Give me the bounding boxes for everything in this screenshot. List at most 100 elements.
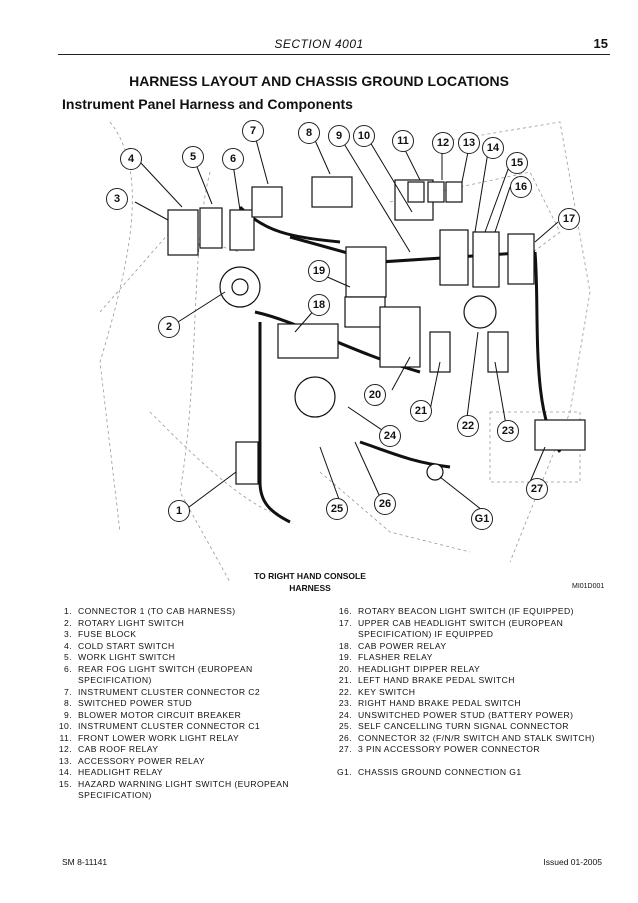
legend-text: BLOWER MOTOR CIRCUIT BREAKER [78,709,242,720]
legend-item: 15. HAZARD WARNING LIGHT SWITCH (EUROPEAN [50,779,330,791]
legend-num: 2. [64,617,72,628]
console-harness-label: TO RIGHT HAND CONSOLE HARNESS [240,570,380,594]
callout-5: 5 [182,146,204,168]
callout-10: 10 [353,125,375,147]
legend-num: 24. [338,709,352,720]
legend-num: 12. [58,744,72,754]
legend-text: WORK LIGHT SWITCH [78,652,176,662]
callout-13: 13 [458,132,480,154]
legend-num: 9. [64,709,72,720]
legend-text: COLD START SWITCH [78,640,175,651]
header-rule [58,54,610,55]
legend-item: 24. UNSWITCHED POWER STUD (BATTERY POWER) [330,710,620,722]
callout-21: 21 [410,400,432,422]
legend-item: 5. WORK LIGHT SWITCH [50,652,330,664]
legend-text: INSTRUMENT CLUSTER CONNECTOR C2 [78,686,261,697]
callout-3: 3 [106,188,128,210]
legend-text: UNSWITCHED POWER STUD (BATTERY POWER) [358,709,574,720]
callout-23: 23 [497,420,519,442]
legend-item: 6. REAR FOG LIGHT SWITCH (EUROPEAN [50,664,330,676]
legend-text: FLASHER RELAY [358,652,433,662]
legend-num: 14. [58,767,72,777]
callout-16: 16 [510,176,532,198]
callout-8: 8 [298,122,320,144]
legend-text [352,756,358,768]
legend-item: 13.ACCESSORY POWER RELAY [50,756,330,768]
legend-text: SELF CANCELLING TURN SIGNAL CONNECTOR [358,721,569,731]
legend-text: SPECIFICATION) IF EQUIPPED [358,629,494,639]
legend-text: LEFT HAND BRAKE PEDAL SWITCH [358,675,515,685]
legend-num: 26. [338,732,352,743]
legend-text: CHASSIS GROUND CONNECTION G1 [358,767,522,777]
legend-item: 18.CAB POWER RELAY [330,641,620,653]
legend-text: SPECIFICATION) [78,790,152,800]
legend-item: SPECIFICATION) IF EQUIPPED [330,629,620,641]
legend-num [50,675,72,687]
legend-text: REAR FOG LIGHT SWITCH (EUROPEAN [78,663,253,674]
legend-item: 3.FUSE BLOCK [50,629,330,641]
legend-num [330,756,352,768]
callout-11: 11 [392,130,414,152]
legend-item: SPECIFICATION) [50,790,330,802]
section-header: SECTION 4001 [274,37,364,51]
callout-14: 14 [482,137,504,159]
legend-item: 23.RIGHT HAND BRAKE PEDAL SWITCH [330,698,620,710]
legend-num: 13. [58,755,72,766]
legend-text: CAB ROOF RELAY [78,744,159,754]
legend-num: 7. [64,686,72,697]
legend-num: 4. [64,640,72,651]
callout-19: 19 [308,260,330,282]
legend-num: 5. [64,652,72,662]
legend-item: 11. FRONT LOWER WORK LIGHT RELAY [50,733,330,745]
console-label-line2: HARNESS [289,583,331,593]
figure-code: MI01D001 [572,583,605,590]
legend-item: 2. ROTARY LIGHT SWITCH [50,618,330,630]
legend-text: UPPER CAB HEADLIGHT SWITCH (EUROPEAN [358,617,564,628]
legend-text: INSTRUMENT CLUSTER CONNECTOR C1 [78,721,261,731]
callout-1: 1 [168,500,190,522]
legend-text: FRONT LOWER WORK LIGHT RELAY [78,732,240,743]
legend-text: CONNECTOR 32 (F/N/R SWITCH AND STALK SWI… [358,732,595,743]
legend-text: HEADLIGHT RELAY [78,767,163,777]
page-number: 15 [593,36,608,51]
callout-6: 6 [222,148,244,170]
legend-text: CONNECTOR 1 (TO CAB HARNESS) [78,606,236,616]
legend-text: SPECIFICATION) [78,675,152,685]
harness-diagram: 7 8 9 10 11 12 13 14 15 16 17 4 5 6 3 19… [90,112,610,602]
legend-item: 12. CAB ROOF RELAY [50,744,330,756]
legend-item: 10.INSTRUMENT CLUSTER CONNECTOR C1 [50,721,330,733]
callout-9: 9 [328,125,350,147]
legend-item: G1.CHASSIS GROUND CONNECTION G1 [330,767,620,779]
legend-item: 20.HEADLIGHT DIPPER RELAY [330,664,620,676]
legend-text: HAZARD WARNING LIGHT SWITCH (EUROPEAN [78,778,290,789]
legend-num: 22. [338,686,352,697]
legend-item: 8.SWITCHED POWER STUD [50,698,330,710]
legend-num: 17. [338,617,352,628]
legend-item: 14. HEADLIGHT RELAY [50,767,330,779]
legend-item: 16.ROTARY BEACON LIGHT SWITCH (IF EQUIPP… [330,606,620,618]
page-title: HARNESS LAYOUT AND CHASSIS GROUND LOCATI… [129,73,509,89]
legend-text: ROTARY BEACON LIGHT SWITCH (IF EQUIPPED) [358,606,574,616]
callout-24: 24 [379,425,401,447]
legend-num [330,629,352,641]
legend-item: SPECIFICATION) [50,675,330,687]
legend-item: 22. KEY SWITCH [330,687,620,699]
legend-item: 4. COLD START SWITCH [50,641,330,653]
legend-item: 26. CONNECTOR 32 (F/N/R SWITCH AND STALK … [330,733,620,745]
legend-num: 25. [338,721,352,731]
legend-num: 11. [59,732,72,743]
legend-num: 23. [338,698,352,708]
legend-text: HEADLIGHT DIPPER RELAY [358,663,481,674]
legend-text: SWITCHED POWER STUD [78,698,193,708]
legend-item: 7. INSTRUMENT CLUSTER CONNECTOR C2 [50,687,330,699]
legend-num: 15. [58,778,72,789]
callout-7: 7 [242,120,264,142]
callout-2: 2 [158,316,180,338]
legend-num [50,790,72,802]
legend-text: KEY SWITCH [358,686,416,697]
footer-manual-code: SM 8-11141 [62,857,108,867]
legend-text: ROTARY LIGHT SWITCH [78,617,185,628]
legend-num: 6. [64,663,72,674]
page-subtitle: Instrument Panel Harness and Components [62,96,353,112]
callout-27: 27 [526,478,548,500]
